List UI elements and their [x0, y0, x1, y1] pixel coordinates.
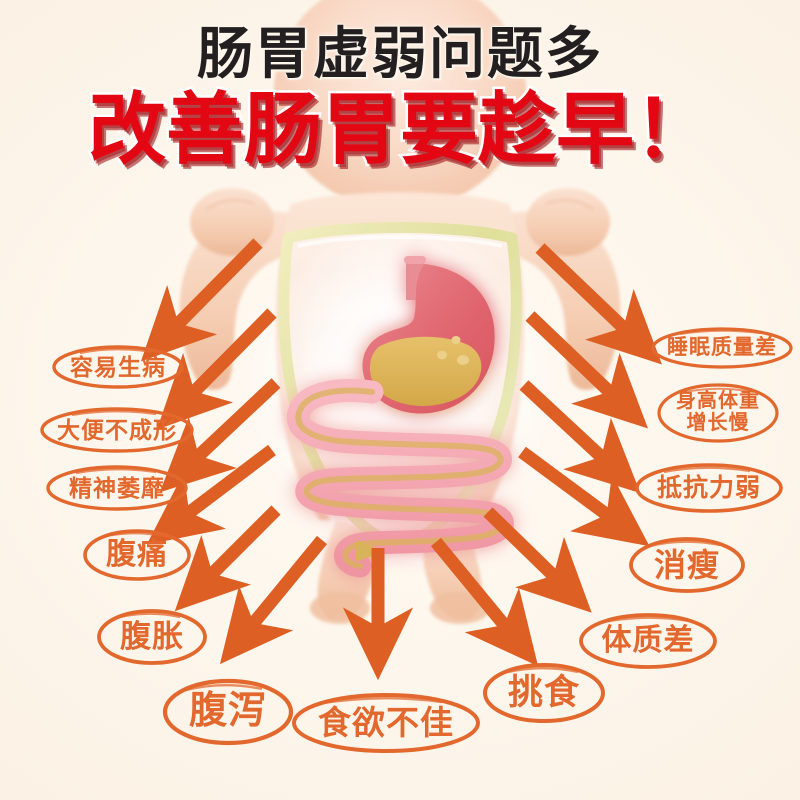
symptom-low-immunity[interactable]: 抵抗力弱 [634, 462, 784, 514]
symptom-abdominal-pain[interactable]: 腹痛 [82, 528, 192, 582]
ellipse-outline [483, 663, 605, 723]
label-text: 睡眠质量差 [667, 335, 777, 359]
ellipse-outline [292, 693, 480, 753]
label-text: 消瘦 [653, 546, 720, 583]
label-text: 大便不成形 [57, 416, 177, 443]
digestive-system [286, 256, 514, 578]
symptom-bloating[interactable]: 腹胀 [96, 608, 208, 666]
symptom-weak-constitution[interactable]: 体质差 [578, 612, 718, 670]
label-text: 精神萎靡 [69, 474, 165, 501]
ellipse-outline [579, 613, 717, 669]
arrow-to-loose-stool [156, 308, 277, 430]
symptom-slow-growth[interactable]: 身高体重 增长慢 [656, 382, 780, 444]
child-head [274, 0, 526, 210]
arrow-to-listless [159, 378, 281, 493]
label-text: 食欲不佳 [318, 704, 454, 742]
ellipse-outline [162, 678, 294, 746]
label-text: 腹痛 [106, 537, 168, 571]
label-text: 腹胀 [120, 619, 184, 655]
arrow-to-slow-growth [525, 311, 648, 429]
stomach-content [369, 336, 482, 407]
ellipse-outline [97, 609, 207, 665]
symptom-poor-sleep[interactable]: 睡眠质量差 [650, 326, 794, 370]
ellipse-outline [657, 383, 779, 443]
arrow-to-picky-eating [430, 537, 539, 667]
symptom-poor-appetite[interactable]: 食欲不佳 [290, 692, 482, 754]
symptom-loose-stool[interactable]: 大便不成形 [38, 406, 196, 454]
arrow-to-abdominal-pain [146, 444, 276, 545]
symptom-diarrhea[interactable]: 腹泻 [162, 678, 294, 746]
arrow-to-easy-sick [140, 238, 263, 362]
arrow-to-poor-sleep [535, 243, 662, 365]
label-text: 体质差 [601, 623, 695, 657]
arrow-to-weak-body [483, 507, 592, 613]
arrow-to-low-immunity [519, 380, 641, 494]
symptom-listless[interactable]: 精神萎靡 [46, 464, 188, 512]
label-text: 抵抗力弱 [656, 473, 761, 502]
symptom-thin[interactable]: 消瘦 [628, 536, 746, 594]
label-text: 挑食 [507, 673, 580, 713]
symptom-picky-eating[interactable]: 挑食 [482, 662, 606, 724]
symptom-easy-to-get-sick[interactable]: 容易生病 [50, 344, 186, 390]
ellipse-outline [629, 537, 745, 593]
arrow-to-bloating [174, 505, 281, 612]
label-text: 容易生病 [70, 353, 166, 380]
arrow-to-diarrhea [219, 535, 328, 665]
label-text: 腹泻 [188, 690, 267, 733]
label-text: 身高体重 增长慢 [676, 390, 760, 434]
